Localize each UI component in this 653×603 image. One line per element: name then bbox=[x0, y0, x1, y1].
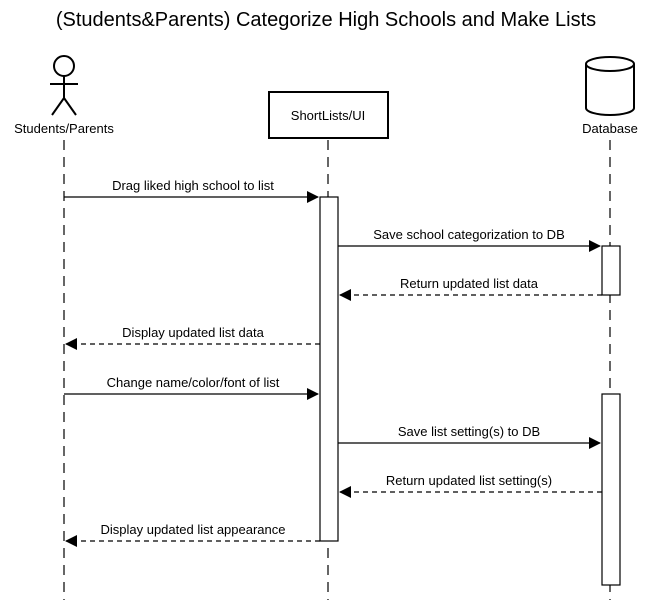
participant-students-parents: Students/Parents bbox=[14, 55, 114, 136]
participant-label: Database bbox=[582, 121, 638, 136]
message-2: Save school categorization to DB bbox=[338, 227, 601, 252]
message-label: Save list setting(s) to DB bbox=[398, 424, 540, 439]
diagram-title: (Students&Parents) Categorize High Schoo… bbox=[56, 9, 596, 31]
participant-box bbox=[268, 91, 389, 139]
message-4: Display updated list data bbox=[65, 325, 320, 350]
participant-label: ShortLists/UI bbox=[291, 108, 365, 123]
database-icon bbox=[585, 56, 635, 116]
message-8: Display updated list appearance bbox=[65, 522, 320, 547]
activation-bar-db-1 bbox=[601, 245, 621, 296]
message-6: Save list setting(s) to DB bbox=[338, 424, 601, 449]
message-7: Return updated list setting(s) bbox=[339, 473, 602, 498]
activation-bar-db-2 bbox=[601, 393, 621, 586]
message-label: Display updated list appearance bbox=[100, 522, 285, 537]
participant-label: Students/Parents bbox=[14, 121, 114, 136]
message-1: Drag liked high school to list bbox=[64, 178, 319, 203]
message-5: Change name/color/font of list bbox=[64, 375, 319, 400]
message-3: Return updated list data bbox=[339, 276, 602, 301]
message-label: Return updated list data bbox=[400, 276, 539, 291]
message-label: Drag liked high school to list bbox=[112, 178, 274, 193]
message-label: Change name/color/font of list bbox=[107, 375, 280, 390]
actor-icon bbox=[50, 55, 78, 116]
participant-shortlists-ui: ShortLists/UI bbox=[268, 91, 389, 139]
message-label: Return updated list setting(s) bbox=[386, 473, 552, 488]
message-label: Display updated list data bbox=[122, 325, 264, 340]
participant-database: Database bbox=[582, 56, 638, 136]
activation-bar-ui bbox=[319, 196, 339, 542]
message-label: Save school categorization to DB bbox=[373, 227, 565, 242]
